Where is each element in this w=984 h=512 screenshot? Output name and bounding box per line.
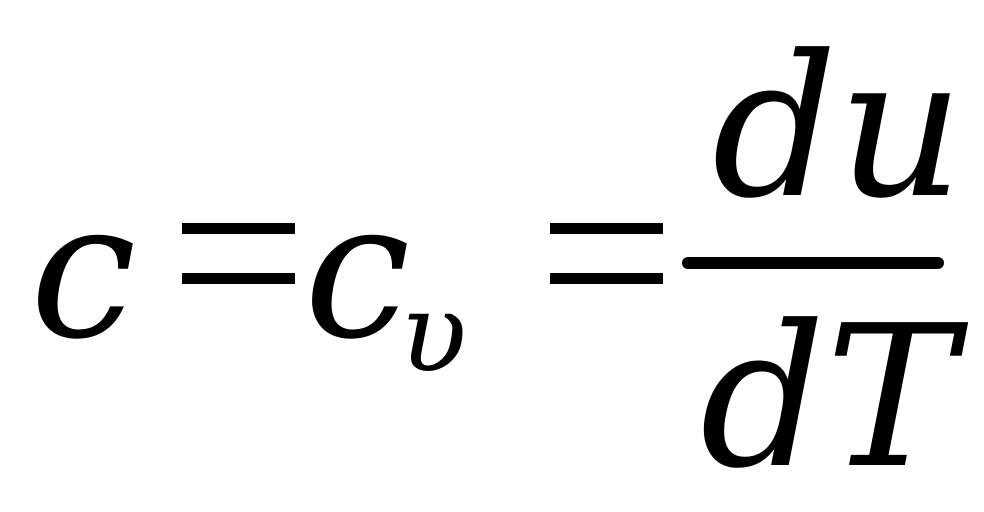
middle-variable-c: c: [304, 160, 411, 381]
equals-sign-1: [182, 223, 295, 285]
fraction-numerator: du: [712, 14, 964, 242]
fraction-denominator: dT: [700, 284, 957, 512]
equals-sign-2: [550, 223, 663, 285]
middle-subscript-upsilon: υ: [400, 269, 467, 397]
equals-sign-2-bottom-bar: [550, 273, 663, 284]
lhs-variable-c: c: [30, 160, 137, 381]
fraction-bar: [682, 257, 944, 269]
equals-sign-1-bottom-bar: [182, 273, 295, 284]
equals-sign-2-top-bar: [550, 223, 663, 234]
equals-sign-1-top-bar: [182, 223, 295, 234]
